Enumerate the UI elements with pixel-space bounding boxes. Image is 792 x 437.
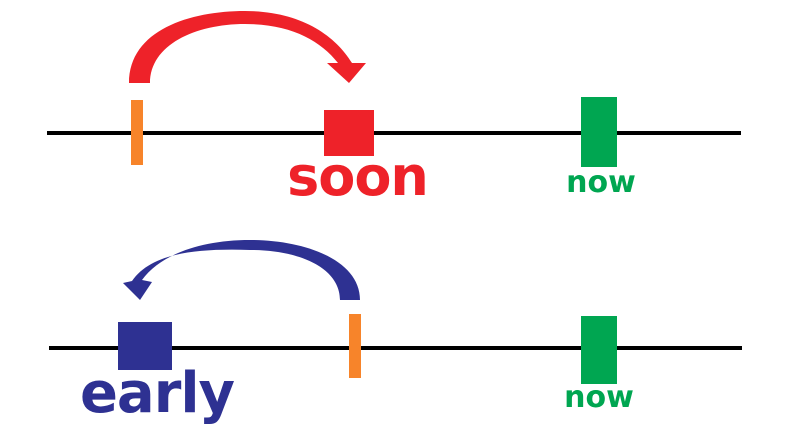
bottom-timeline-line xyxy=(49,346,742,350)
bottom-now-label: now xyxy=(564,380,634,415)
bottom-now-marker xyxy=(581,316,617,384)
top-origin-marker xyxy=(131,100,143,165)
bottom-early-marker xyxy=(118,322,172,370)
bottom-early-label: early xyxy=(79,361,235,426)
top-now-marker xyxy=(581,97,617,167)
top-soon-marker xyxy=(324,110,374,156)
red-curved-arrow-icon xyxy=(129,11,366,83)
top-timeline-line xyxy=(47,131,741,135)
top-soon-label: soon xyxy=(287,145,429,208)
top-now-label: now xyxy=(566,165,636,200)
blue-curved-arrow-icon xyxy=(123,240,360,300)
bottom-origin-marker xyxy=(349,314,361,378)
